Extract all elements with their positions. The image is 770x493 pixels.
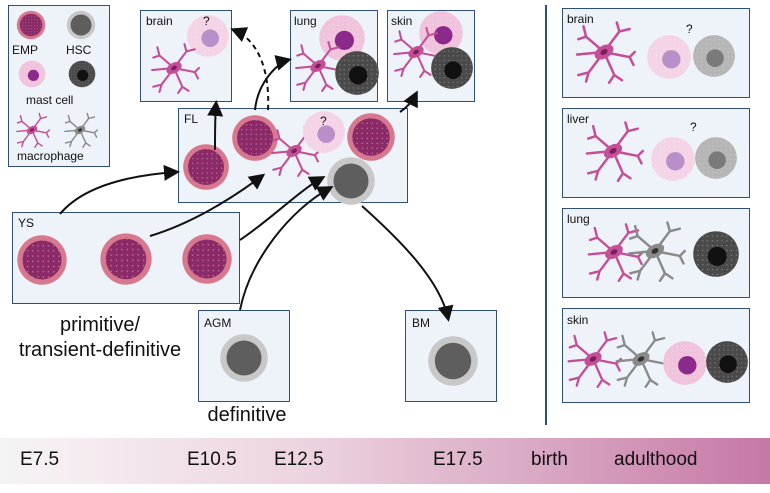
adult-liver-mast-cell bbox=[651, 137, 695, 181]
adult-skin-macrophage-grey bbox=[615, 331, 670, 388]
primitive-label: primitive/ transient-definitive bbox=[18, 314, 182, 361]
legend-macrophage-grey bbox=[64, 112, 98, 148]
fl-question-mark: ? bbox=[320, 114, 327, 128]
timeline-e7-5: E7.5 bbox=[20, 449, 60, 470]
arrow-fl-to-lung bbox=[254, 55, 292, 111]
arrow-ys-to-fl-3 bbox=[239, 176, 326, 241]
timeline-e17-5: E17.5 bbox=[433, 449, 483, 470]
adult-lung-label: lung bbox=[567, 212, 590, 226]
adult-skin-macrophage-pink bbox=[567, 331, 622, 388]
ys-emp-2 bbox=[100, 233, 152, 285]
adult-skin-mast-cell-grey bbox=[706, 341, 748, 383]
fl-emp-1 bbox=[183, 144, 229, 190]
legend-emp-cell bbox=[16, 10, 46, 40]
adult-liver-mast-cell-grey bbox=[695, 137, 737, 179]
bm-hsc bbox=[428, 336, 478, 386]
timeline-birth: birth bbox=[531, 449, 568, 470]
adult-brain-mast-cell-grey bbox=[693, 35, 735, 77]
timeline-e10-5: E10.5 bbox=[187, 449, 237, 470]
legend-mast-cell-pink bbox=[18, 60, 46, 88]
lung-label: lung bbox=[294, 14, 317, 28]
brain-question-mark: ? bbox=[203, 14, 210, 28]
agm-label: AGM bbox=[204, 316, 232, 330]
legend-hsc-label: HSC bbox=[66, 43, 92, 57]
adult-skin-mast-cell bbox=[663, 341, 707, 385]
legend-hsc-cell bbox=[66, 10, 96, 40]
fl-label: FL bbox=[184, 112, 199, 126]
legend-macrophage-label: macrophage bbox=[17, 149, 84, 163]
legend-mast-cell-grey bbox=[68, 60, 96, 88]
timeline-e12-5: E12.5 bbox=[274, 449, 324, 470]
brain-label: brain bbox=[146, 14, 173, 28]
stage-divider bbox=[545, 5, 547, 425]
ys-emp-3 bbox=[182, 234, 232, 284]
arrow-fl-to-bm bbox=[361, 205, 454, 322]
adult-liver-question-mark: ? bbox=[690, 120, 697, 134]
lung-mast-cell-grey bbox=[335, 51, 379, 95]
arrow-ys-to-fl-1 bbox=[59, 164, 180, 215]
adult-brain-label: brain bbox=[567, 12, 594, 26]
arrow-agm-to-fl bbox=[239, 186, 334, 311]
timeline-adulthood: adulthood bbox=[614, 449, 698, 470]
adult-liver-macrophage bbox=[585, 121, 644, 182]
skin-label: skin bbox=[391, 14, 413, 28]
legend-macrophage-pink bbox=[16, 112, 50, 148]
legend-mast-cell-label: mast cell bbox=[26, 93, 74, 107]
adult-liver-label: liver bbox=[567, 112, 590, 126]
arrow-fl-to-brain bbox=[207, 100, 224, 151]
timeline-bar bbox=[0, 438, 770, 484]
arrow-fl-to-brain-dashed bbox=[230, 27, 270, 111]
adult-brain-mast-cell bbox=[647, 35, 691, 79]
adult-lung-mast-cell-grey bbox=[693, 231, 739, 277]
ys-label: YS bbox=[18, 216, 35, 230]
fl-hsc bbox=[327, 157, 375, 205]
fl-emp-2 bbox=[232, 115, 278, 161]
arrow-ys-to-fl-2 bbox=[149, 173, 266, 237]
bm-label: BM bbox=[412, 316, 430, 330]
ys-emp-1 bbox=[17, 235, 67, 285]
definitive-label: definitive bbox=[207, 404, 287, 426]
skin-mast-cell-grey bbox=[431, 47, 473, 89]
brain-macrophage bbox=[151, 43, 200, 94]
adult-skin-label: skin bbox=[567, 313, 589, 327]
adult-lung-macrophage-grey bbox=[627, 221, 686, 282]
fl-emp-3 bbox=[347, 113, 395, 161]
legend-emp-label: EMP bbox=[12, 43, 39, 57]
arrow-fl-to-skin bbox=[399, 90, 418, 113]
adult-brain-question-mark: ? bbox=[686, 22, 693, 36]
adult-brain-macrophage bbox=[575, 21, 636, 84]
agm-hsc bbox=[220, 334, 268, 382]
